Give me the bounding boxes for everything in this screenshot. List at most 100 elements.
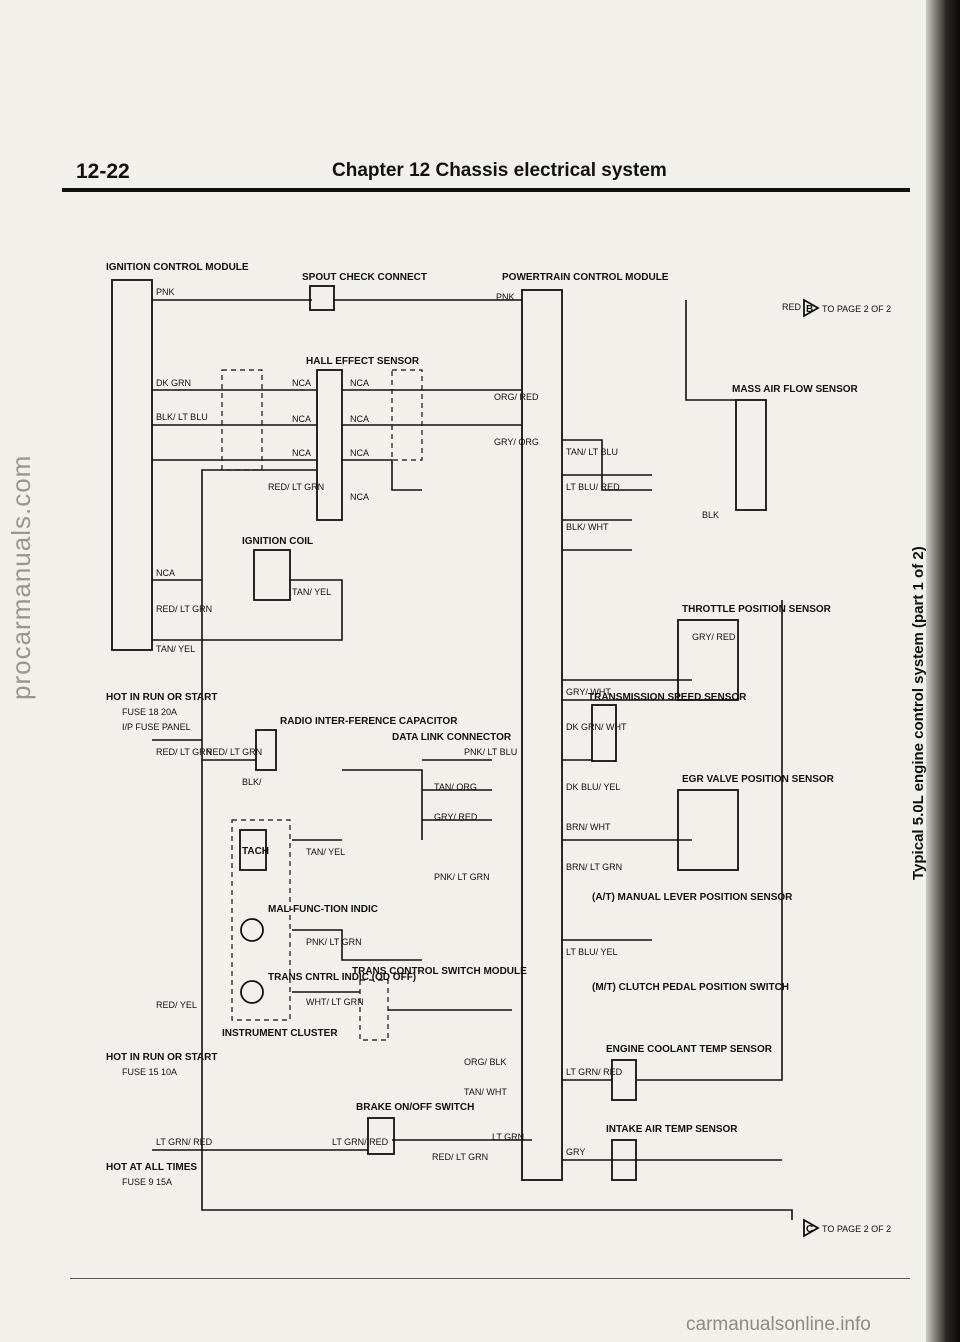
radio-cap-box <box>255 729 277 771</box>
label-lt-grn: LT GRN <box>492 1132 524 1142</box>
cluster-box <box>231 819 291 1021</box>
label-dlc: DATA LINK CONNECTOR <box>392 732 512 743</box>
label-brake-switch: BRAKE ON/OFF SWITCH <box>356 1102 474 1113</box>
label-dk-grn: DK GRN <box>156 378 191 388</box>
icm-box <box>111 279 153 651</box>
label-gry-org: GRY/ ORG <box>494 437 539 447</box>
label-tach: TACH <box>242 846 269 857</box>
label-lt-grn-red: LT GRN/ RED <box>156 1137 213 1147</box>
label-pcm: POWERTRAIN CONTROL MODULE <box>502 272 669 283</box>
label-dk-blu-yel: DK BLU/ YEL <box>566 782 620 792</box>
label-tss: TRANSMISSION SPEED SENSOR <box>588 692 747 703</box>
label-lt-blu-yel: LT BLU/ YEL <box>566 947 618 957</box>
label-icm: IGNITION CONTROL MODULE <box>106 262 249 273</box>
maf-box <box>735 399 767 511</box>
label-hall: HALL EFFECT SENSOR <box>306 356 420 367</box>
label-red-yel: RED/ YEL <box>156 1000 197 1010</box>
label-fuse-15: FUSE 15 10A <box>122 1067 177 1077</box>
tcs-module-box <box>359 979 389 1041</box>
label-maf: MASS AIR FLOW SENSOR <box>732 384 859 395</box>
label-cluster: INSTRUMENT CLUSTER <box>222 1028 338 1039</box>
label-manual-lever: (A/T) MANUAL LEVER POSITION SENSOR <box>592 892 793 903</box>
label-tan-yel-3: TAN/ YEL <box>306 847 345 857</box>
label-red-lt-grn-brake: RED/ LT GRN <box>432 1152 488 1162</box>
label-clutch: (M/T) CLUTCH PEDAL POSITION SWITCH <box>592 982 789 993</box>
page-ref-bottom: TO PAGE 2 OF 2 <box>822 1224 891 1234</box>
label-nca-8: NCA <box>350 492 369 502</box>
label-red-lt-grn-1: RED/ LT GRN <box>156 604 212 614</box>
label-tcs-module: TRANS CONTROL SWITCH MODULE <box>352 966 527 977</box>
label-hot-in-run-2: HOT IN RUN OR START <box>106 692 217 703</box>
label-blk-wht: BLK/ WHT <box>566 522 609 532</box>
label-lt-grn-red-3: LT GRN/ RED <box>566 1067 623 1077</box>
tps-box <box>677 619 739 701</box>
page-number: 12-22 <box>76 160 130 183</box>
label-nca-3: NCA <box>292 414 311 424</box>
label-hot-in-run-1: HOT IN RUN OR START <box>106 1052 217 1063</box>
label-org-blk: ORG/ BLK <box>464 1057 507 1067</box>
watermark-left: procarmanuals.com <box>6 454 36 700</box>
page-ref-top-tab <box>803 298 820 318</box>
tss-box <box>591 704 617 762</box>
label-tan-lt-blu: TAN/ LT BLU <box>566 447 618 457</box>
label-wht-lt-grn: WHT/ LT GRN <box>306 997 364 1007</box>
label-pnk-2: PNK <box>496 292 515 302</box>
label-nca-5: NCA <box>350 378 369 388</box>
label-egr: EGR VALVE POSITION SENSOR <box>682 774 835 785</box>
spout-box <box>309 285 335 311</box>
chapter-title: Chapter 12 Chassis electrical system <box>332 160 667 181</box>
label-red-lt-grn-b: RED/ LT GRN <box>268 482 324 492</box>
label-ip-fuse-panel: I/P FUSE PANEL <box>122 722 191 732</box>
label-blk-w: BLK/ <box>242 777 262 787</box>
label-pnk-lt-blu: PNK/ LT BLU <box>464 747 517 757</box>
label-gry-red: GRY/ RED <box>692 632 736 642</box>
label-pnk-lt-grn: PNK/ LT GRN <box>306 937 362 947</box>
label-brn-lt-grn: BRN/ LT GRN <box>566 862 622 872</box>
page-ref-bottom-letter: C <box>806 1224 813 1235</box>
label-trans-indic: TRANS CNTRL INDIC (OD OFF) <box>268 972 416 983</box>
label-lt-grn-red-2: LT GRN/ RED <box>332 1137 389 1147</box>
label-nca-2: NCA <box>292 378 311 388</box>
label-fuse-9: FUSE 9 15A <box>122 1177 172 1187</box>
label-coil: IGNITION COIL <box>242 536 313 547</box>
label-spout: SPOUT CHECK CONNECT <box>302 272 427 283</box>
coil-box <box>253 549 291 601</box>
hall-sensor-box <box>316 369 343 521</box>
tach-box <box>239 829 267 871</box>
label-hot-all-times: HOT AT ALL TIMES <box>106 1162 197 1173</box>
label-red-lt-grn-3: RED/ LT GRN <box>206 747 262 757</box>
label-gry: GRY <box>566 1147 585 1157</box>
label-radio-cap: RADIO INTER-FERENCE CAPACITOR <box>280 716 458 727</box>
figure-caption: Typical 5.0L engine control system (part… <box>910 546 927 880</box>
label-ect: ENGINE COOLANT TEMP SENSOR <box>606 1044 773 1055</box>
footer-rule <box>70 1278 910 1279</box>
ect-box <box>611 1059 637 1101</box>
wiring-diagram: PNK DK GRN BLK/ LT BLU NCA RED/ LT GRN T… <box>106 262 891 1238</box>
label-org-red: ORG/ RED <box>494 392 539 402</box>
label-tan-yel-1: TAN/ YEL <box>156 644 195 654</box>
hall-shield-1 <box>221 369 263 471</box>
label-brn-wht: BRN/ WHT <box>566 822 611 832</box>
label-mil: MAL-FUNC-TION INDIC <box>268 904 378 915</box>
label-nca-6: NCA <box>350 414 369 424</box>
trans-indicator <box>240 980 264 1004</box>
hall-shield-2 <box>391 369 423 461</box>
label-lt-blu-red: LT BLU/ RED <box>566 482 620 492</box>
label-red: RED <box>782 302 802 312</box>
label-tps: THROTTLE POSITION SENSOR <box>682 604 832 615</box>
watermark-bottom: carmanualsonline.info <box>686 1314 871 1335</box>
label-tan-wht: TAN/ WHT <box>464 1087 507 1097</box>
page-ref-top: TO PAGE 2 OF 2 <box>822 304 891 314</box>
brake-switch-box <box>367 1117 395 1155</box>
page-header: 12-22 Chapter 12 Chassis electrical syst… <box>62 156 910 188</box>
label-pnk-lt-grn-2: PNK/ LT GRN <box>434 872 490 882</box>
egr-box <box>677 789 739 871</box>
label-red-lt-grn-2: RED/ LT GRN <box>156 747 212 757</box>
label-gry-red-dlc: GRY/ RED <box>434 812 478 822</box>
label-nca-7: NCA <box>350 448 369 458</box>
label-dk-grn-wht: DK GRN/ WHT <box>566 722 627 732</box>
label-gry-wht: GRY/ WHT <box>566 687 611 697</box>
label-iat: INTAKE AIR TEMP SENSOR <box>606 1124 738 1135</box>
label-pnk: PNK <box>156 287 175 297</box>
label-blk: BLK <box>702 510 719 520</box>
